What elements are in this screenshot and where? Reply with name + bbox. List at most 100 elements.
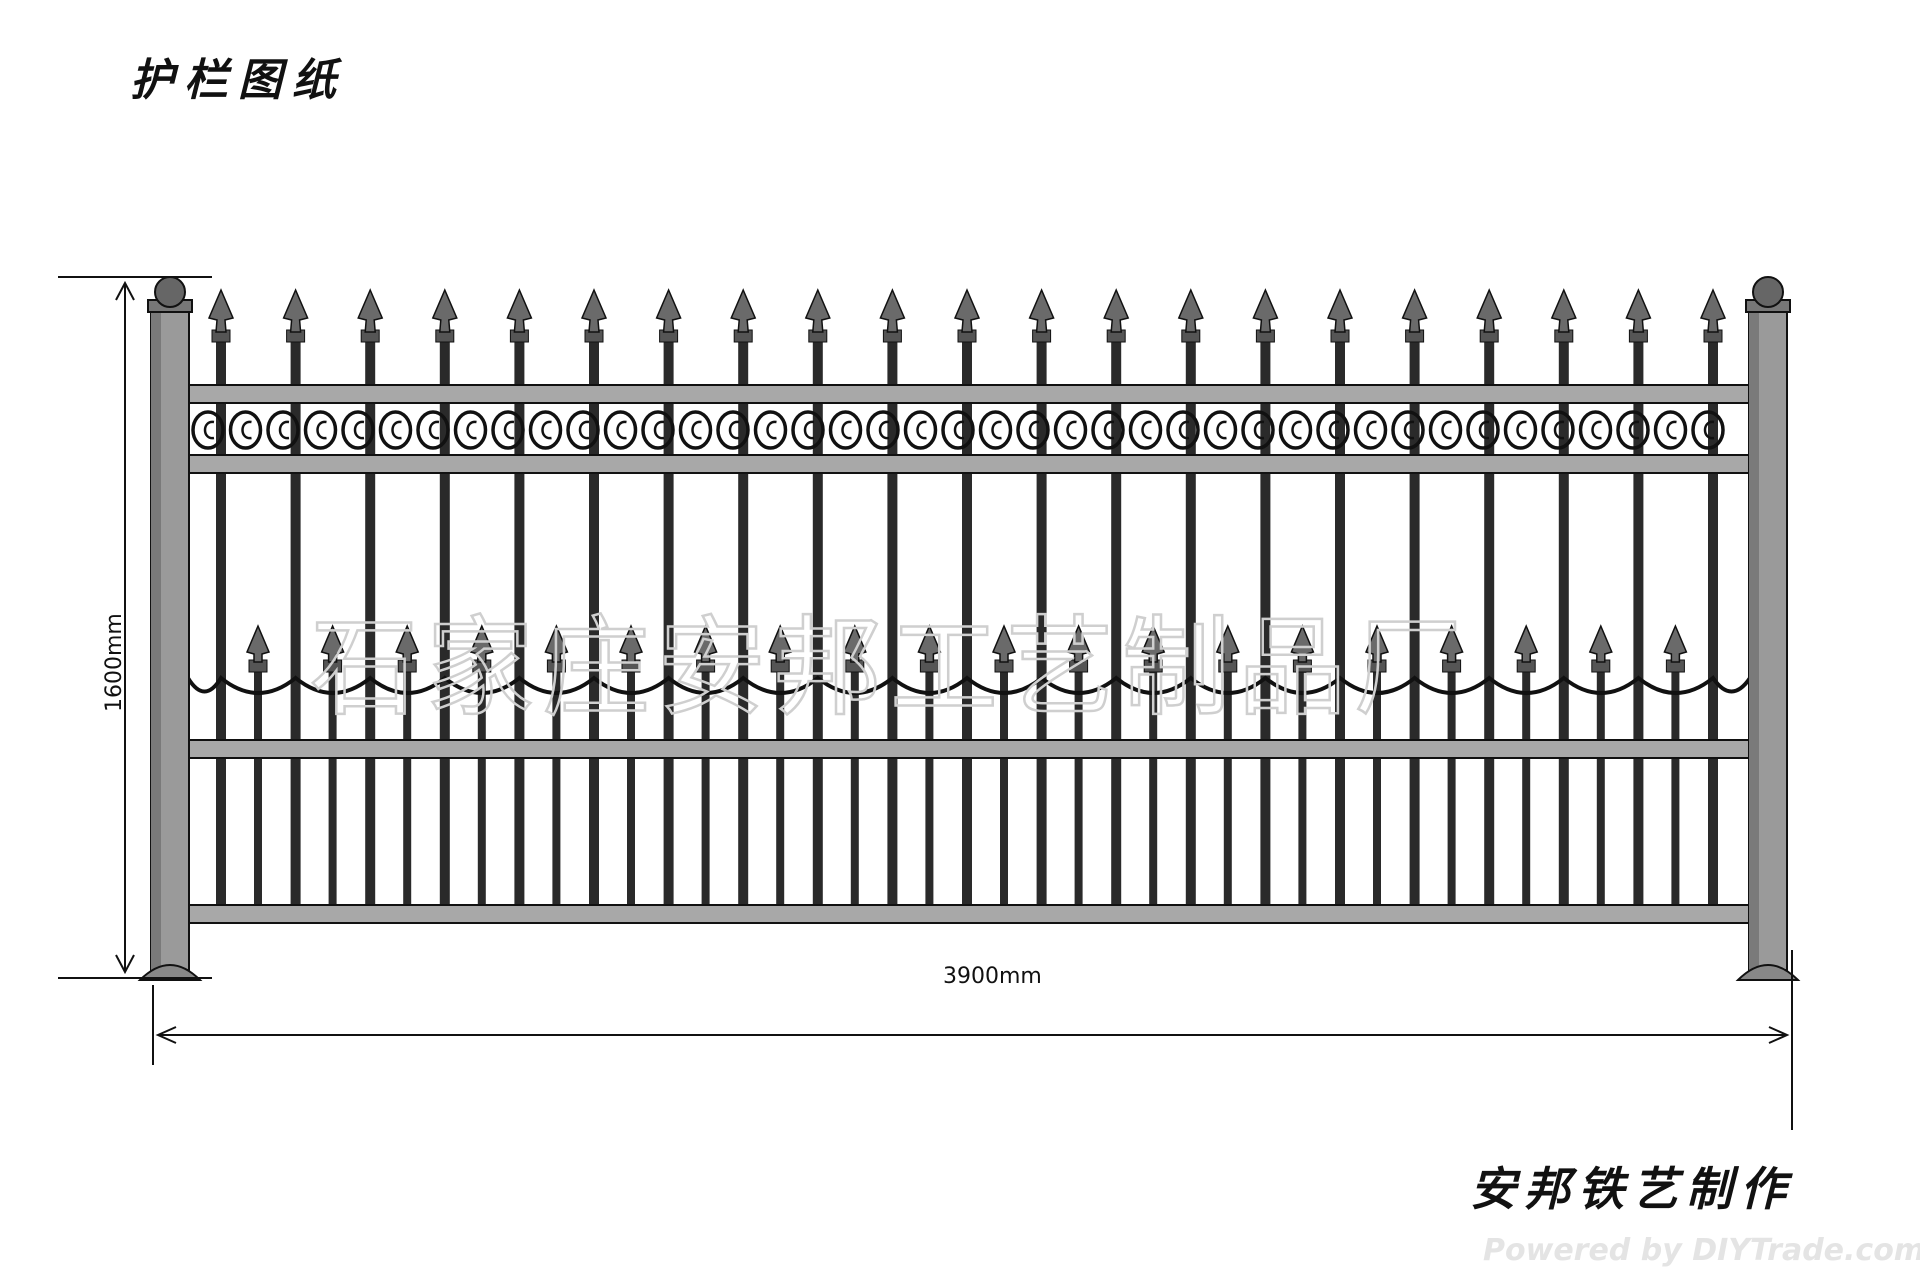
ornament-curl bbox=[691, 420, 702, 440]
ornament-ring bbox=[866, 410, 900, 450]
ornament-ring bbox=[1391, 410, 1425, 450]
spear-finial bbox=[506, 288, 533, 333]
short-bar bbox=[1447, 660, 1456, 904]
short-bar bbox=[627, 660, 635, 904]
short-bar bbox=[1373, 660, 1381, 904]
tall-bar bbox=[738, 332, 749, 904]
short-bar bbox=[925, 660, 934, 904]
small-finial bbox=[693, 624, 718, 663]
short-bar bbox=[776, 660, 785, 904]
ornament-curl bbox=[1291, 420, 1302, 440]
ornament-curl bbox=[1553, 420, 1565, 440]
ornament-curl bbox=[353, 420, 365, 440]
short-bar bbox=[1149, 660, 1158, 904]
small-finial bbox=[544, 624, 569, 663]
ornament-ring bbox=[753, 410, 788, 450]
ornament-curl bbox=[1366, 420, 1377, 440]
tall-bar bbox=[589, 332, 599, 904]
left-post-base bbox=[137, 964, 203, 981]
ornament-ring bbox=[303, 410, 338, 450]
width-label: 3900mm bbox=[943, 964, 1042, 989]
ornament-ring bbox=[416, 410, 450, 450]
small-finial bbox=[991, 624, 1017, 663]
small-finial bbox=[618, 624, 644, 663]
small-finial bbox=[1290, 624, 1315, 663]
ornament-curl bbox=[391, 420, 402, 440]
ornament-ring bbox=[1616, 410, 1650, 450]
horizontal-rail bbox=[187, 384, 1751, 404]
short-bar bbox=[1298, 660, 1307, 904]
ornament-ring bbox=[491, 410, 525, 450]
ornament-curl bbox=[953, 420, 965, 440]
short-bar bbox=[403, 660, 412, 904]
short-bar bbox=[1000, 660, 1008, 904]
small-finial bbox=[1141, 624, 1166, 663]
horizontal-rail bbox=[187, 454, 1751, 474]
ornament-curl bbox=[1253, 420, 1265, 440]
tall-bar bbox=[290, 332, 301, 904]
spear-finial bbox=[1028, 288, 1055, 333]
ornament-ring bbox=[228, 410, 263, 450]
tall-bar bbox=[1708, 332, 1718, 904]
short-bar bbox=[701, 660, 710, 904]
ornament-ring bbox=[1128, 410, 1163, 450]
small-finial bbox=[469, 624, 494, 663]
ornament-ring bbox=[678, 410, 713, 450]
spear-finial bbox=[580, 288, 608, 333]
scalloped-garland bbox=[186, 675, 1752, 695]
spear-finial bbox=[1401, 288, 1428, 333]
spear-finial bbox=[1177, 288, 1204, 333]
spear-finial bbox=[1252, 288, 1279, 333]
spear-finial bbox=[879, 288, 906, 333]
ornament-curl bbox=[1216, 420, 1227, 440]
tall-bar bbox=[1260, 332, 1271, 904]
small-finial bbox=[1588, 624, 1613, 663]
spear-finial bbox=[953, 288, 981, 333]
ornament-ring bbox=[903, 410, 938, 450]
ornament-curl bbox=[1478, 420, 1490, 440]
ornament-ring bbox=[941, 410, 975, 450]
ornament-ring bbox=[1091, 410, 1125, 450]
small-finial bbox=[395, 624, 420, 663]
short-bar bbox=[328, 660, 337, 904]
ornament-curl bbox=[1591, 420, 1602, 440]
ornament-curl bbox=[1628, 420, 1640, 440]
small-finial bbox=[245, 624, 271, 663]
ornament-ring bbox=[716, 410, 750, 450]
ornament-ring bbox=[1316, 410, 1350, 450]
right-post-shade bbox=[1749, 310, 1759, 970]
ornament-curl bbox=[1403, 420, 1415, 440]
tall-bar bbox=[663, 332, 674, 904]
ornament-ring bbox=[791, 410, 825, 450]
ornament-ring bbox=[1428, 410, 1463, 450]
height-label: 1600mm bbox=[102, 613, 127, 712]
ornament-curl bbox=[616, 420, 627, 440]
ornament-curl bbox=[278, 420, 290, 440]
horizontal-rail bbox=[187, 739, 1751, 759]
drawing-title: 护栏图纸 bbox=[130, 55, 346, 106]
ornament-curl bbox=[466, 420, 477, 440]
ornament-curl bbox=[541, 420, 552, 440]
tall-bar bbox=[1335, 332, 1345, 904]
spear-finial bbox=[1476, 288, 1503, 333]
tall-bar bbox=[1185, 332, 1196, 904]
tall-bar bbox=[1484, 332, 1495, 904]
small-finial bbox=[320, 624, 345, 663]
ornament-curl bbox=[428, 420, 440, 440]
ornament-curl bbox=[878, 420, 890, 440]
short-bar bbox=[1671, 660, 1680, 904]
ornament-ring bbox=[1541, 410, 1575, 450]
left-post-ball bbox=[154, 276, 186, 308]
ornament-curl bbox=[1328, 420, 1340, 440]
spear-finial bbox=[282, 288, 309, 333]
left-post-shade bbox=[151, 310, 161, 970]
tall-bar bbox=[1633, 332, 1644, 904]
tall-bar bbox=[1111, 332, 1122, 904]
tall-bar bbox=[1036, 332, 1047, 904]
ornament-ring bbox=[1203, 410, 1238, 450]
height-dimension: 1600mm bbox=[58, 276, 212, 979]
ornament-ring bbox=[978, 410, 1013, 450]
small-finial bbox=[1066, 624, 1091, 663]
ornament-curl bbox=[766, 420, 777, 440]
spear-finial bbox=[1550, 288, 1577, 333]
